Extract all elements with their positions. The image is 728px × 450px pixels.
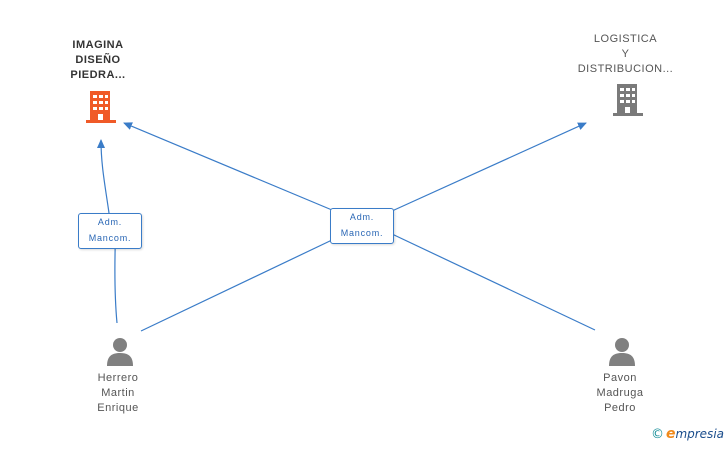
edge-pavon-center [391,233,596,331]
role-badge-center[interactable]: Adm. Mancom. [330,208,394,244]
edge-center-imagina [123,122,333,211]
building-icon[interactable] [86,89,116,125]
company-label-imagina[interactable]: IMAGINA DISEÑO PIEDRA... [70,39,126,81]
person-label-pavon[interactable]: Pavon Madruga Pedro [596,372,644,414]
person-icon[interactable] [608,336,636,366]
company-label-logistica[interactable]: LOGISTICA Y DISTRIBUCION... [577,33,674,75]
person-icon[interactable] [106,336,134,366]
brand-name: mpresia [675,427,724,441]
edge-herrero-center [140,239,333,332]
building-icon[interactable] [612,82,644,118]
brand-e: e [665,426,676,442]
edge-center-logistica [391,122,587,212]
copyright-icon: © [650,427,664,442]
brand-logo: ©empresia [651,426,724,442]
role-badge-left[interactable]: Adm. Mancom. [78,213,142,249]
person-label-herrero[interactable]: Herrero Martin Enrique [97,372,139,414]
